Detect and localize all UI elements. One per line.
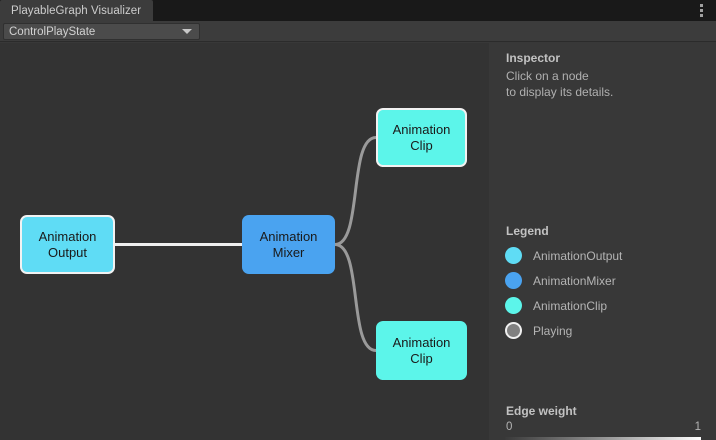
inspector-title: Inspector xyxy=(506,51,561,65)
node-label-line2: Output xyxy=(47,244,88,260)
toolbar: ControlPlayState xyxy=(0,21,716,42)
legend-swatch-icon xyxy=(505,247,522,264)
kebab-dot xyxy=(699,14,703,17)
tab-label: PlayableGraph Visualizer xyxy=(11,4,142,17)
legend-swatch-icon xyxy=(505,272,522,289)
legend-item: AnimationClip xyxy=(505,293,705,318)
legend-title: Legend xyxy=(506,224,549,238)
node-label-line1: Animation xyxy=(392,335,451,350)
node-label-line2: Mixer xyxy=(272,244,305,260)
window-tab-bar: PlayableGraph Visualizer xyxy=(0,0,716,21)
kebab-menu-icon[interactable] xyxy=(695,3,707,18)
edge-weight-min-label: 0 xyxy=(506,421,513,433)
legend-item: AnimationOutput xyxy=(505,243,705,268)
legend-item-label: AnimationMixer xyxy=(533,273,616,288)
kebab-dot xyxy=(699,4,703,7)
legend-item-label: AnimationOutput xyxy=(533,248,623,263)
legend-item-label: Playing xyxy=(533,323,573,338)
edge-weight-title: Edge weight xyxy=(506,404,577,418)
kebab-dot xyxy=(699,9,703,12)
inspector-hint: Click on a node to display its details. xyxy=(506,68,613,100)
edge-weight-gradient-bar xyxy=(505,437,701,440)
node-label-line1: Animation xyxy=(38,229,97,244)
inspector-hint-line2: to display its details. xyxy=(506,85,614,99)
node-label-line1: Animation xyxy=(259,229,318,244)
tab-playablegraph-visualizer[interactable]: PlayableGraph Visualizer xyxy=(0,0,154,21)
legend-item-label: AnimationClip xyxy=(533,298,608,313)
node-label-line2: Clip xyxy=(410,137,433,153)
legend-swatch-icon xyxy=(505,322,522,339)
graph-edge-animation-clip-bottom-to-animation-mixer xyxy=(333,243,378,352)
inspector-hint-line1: Click on a node xyxy=(506,69,589,83)
node-label-line2: Clip xyxy=(410,350,433,366)
legend-item: Playing xyxy=(505,318,705,343)
graph-edges xyxy=(113,136,378,352)
edge-weight-max-label: 1 xyxy=(694,421,701,433)
graph-selector-value: ControlPlayState xyxy=(9,25,96,38)
chevron-down-icon xyxy=(182,29,192,34)
legend-swatch-icon xyxy=(505,297,522,314)
graph-edge-animation-clip-top-to-animation-mixer xyxy=(333,136,378,246)
inspector-panel: Inspector Click on a node to display its… xyxy=(489,43,716,440)
graph-selector-dropdown[interactable]: ControlPlayState xyxy=(3,23,200,40)
legend-item: AnimationMixer xyxy=(505,268,705,293)
node-label-line1: Animation xyxy=(392,122,451,137)
